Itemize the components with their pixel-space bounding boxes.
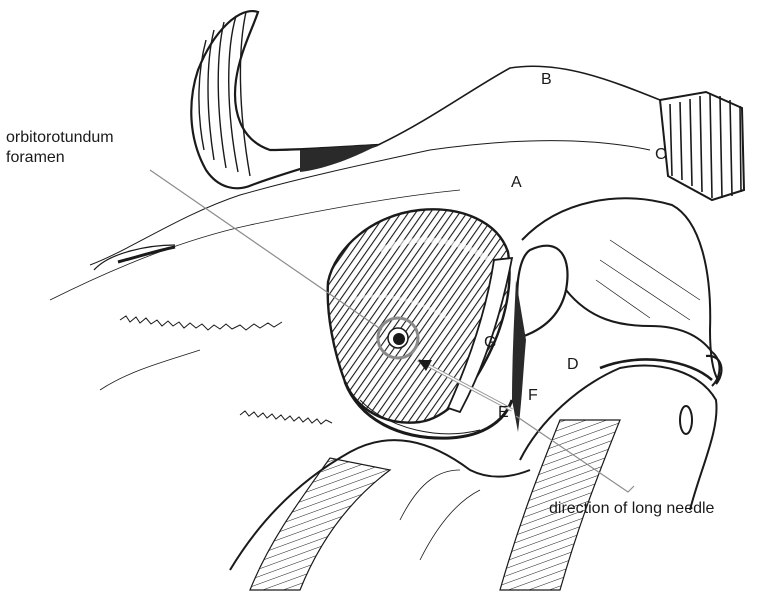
label-g: G — [484, 334, 496, 352]
temporal-fossa — [512, 198, 720, 432]
label-e: E — [498, 404, 509, 422]
label-c: C — [655, 146, 667, 164]
foramen-label-line2: foramen — [6, 148, 65, 168]
needle-direction-label: direction of long needle — [549, 499, 714, 519]
horn-base — [660, 92, 744, 200]
label-f: F — [528, 387, 538, 405]
label-d: D — [567, 356, 579, 374]
horn — [191, 11, 378, 188]
foramen-label-line1: orbitorotundum — [6, 128, 114, 148]
label-a: A — [511, 174, 522, 192]
label-b: B — [541, 71, 552, 89]
